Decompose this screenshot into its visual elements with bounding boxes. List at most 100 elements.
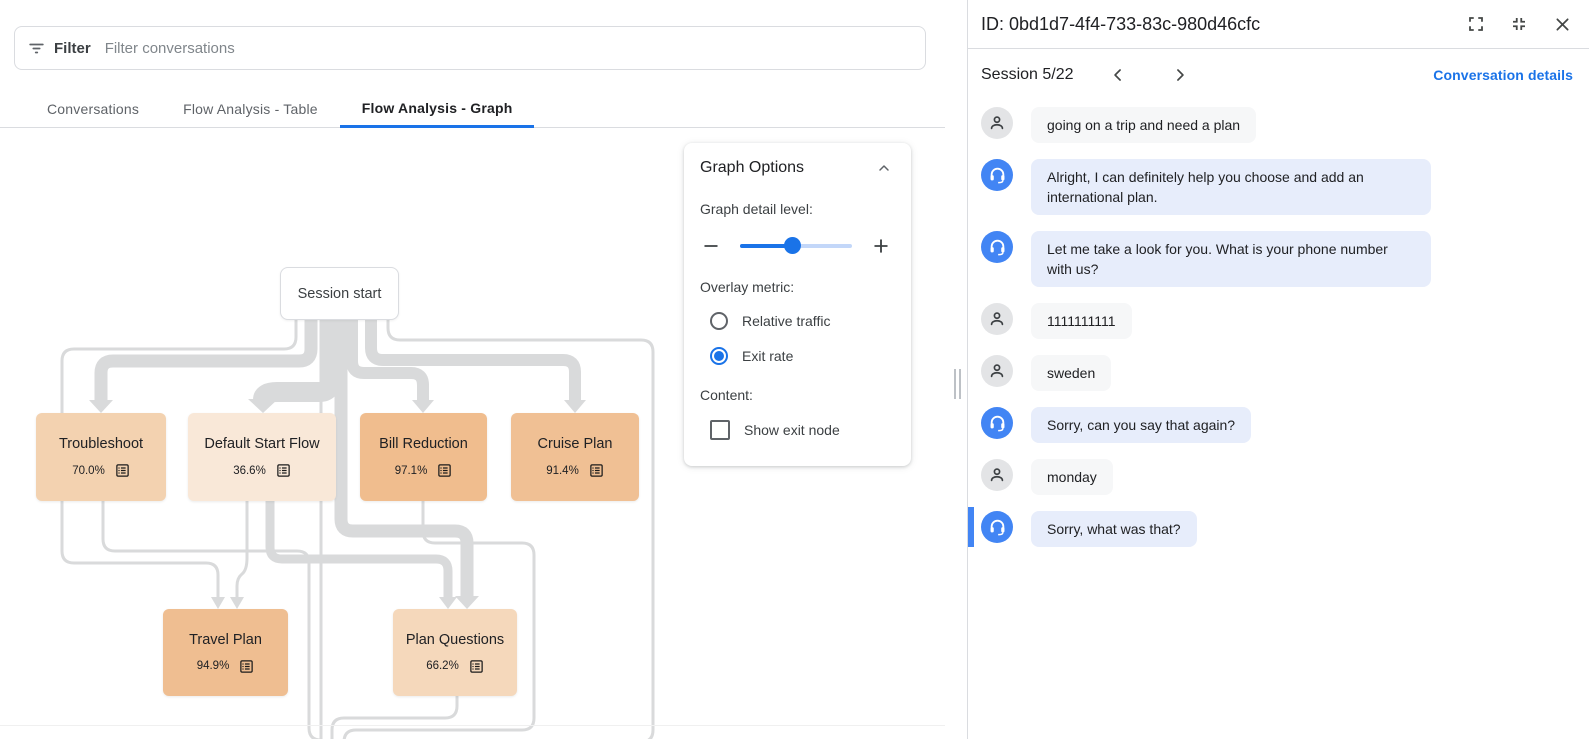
start-node-label: Session start xyxy=(297,285,382,302)
flow-node-session-start[interactable]: Session start xyxy=(280,267,399,320)
message-bubble: Let me take a look for you. What is your… xyxy=(1031,231,1431,287)
close-icon[interactable] xyxy=(1551,13,1573,35)
headset-icon xyxy=(988,518,1007,537)
node-label: Bill Reduction xyxy=(379,436,468,452)
panel-resize-handle[interactable] xyxy=(954,369,963,399)
node-exit-rate: 36.6% xyxy=(233,464,266,477)
person-icon xyxy=(987,465,1007,485)
filter-bar: Filter xyxy=(14,26,926,70)
flow-node-travel-plan[interactable]: Travel Plan 94.9% xyxy=(163,609,288,696)
headset-icon xyxy=(988,414,1007,433)
transcript-list-icon[interactable] xyxy=(115,463,130,478)
conversation-detail-panel: ID: 0bd1d7-4f4-733-83c-980d46cfc Session… xyxy=(967,0,1589,739)
node-label: Cruise Plan xyxy=(537,436,613,452)
graph-options-card: Graph Options Graph detail level: Overla xyxy=(684,143,911,466)
filter-menu-button[interactable]: Filter xyxy=(27,39,91,58)
transcript-list-icon[interactable] xyxy=(469,659,484,674)
flow-node-cruise-plan[interactable]: Cruise Plan 91.4% xyxy=(511,413,639,501)
agent-message[interactable]: Alright, I can definitely help you choos… xyxy=(981,159,1573,215)
person-icon xyxy=(987,309,1007,329)
overlay-metric-label: Overlay metric: xyxy=(700,279,795,295)
canvas-bottom-divider xyxy=(0,725,945,726)
message-bubble: Sorry, can you say that again? xyxy=(1031,407,1252,443)
user-avatar xyxy=(981,355,1013,387)
headset-icon xyxy=(988,238,1007,257)
user-avatar xyxy=(981,459,1013,491)
flow-node-bill-reduction[interactable]: Bill Reduction 97.1% xyxy=(360,413,487,501)
node-exit-rate: 66.2% xyxy=(426,660,459,672)
radio-selected-icon[interactable] xyxy=(710,347,728,365)
selected-message-marker xyxy=(968,507,974,547)
fullscreen-icon[interactable] xyxy=(1465,13,1487,35)
zoom-in-plus-icon[interactable] xyxy=(870,235,892,257)
conversation-id-title: ID: 0bd1d7-4f4-733-83c-980d46cfc xyxy=(981,13,1261,34)
slider-thumb[interactable] xyxy=(783,237,801,254)
agent-avatar xyxy=(981,231,1013,263)
flow-node-plan-questions[interactable]: Plan Questions 66.2% xyxy=(393,609,517,696)
overlay-option-label: Exit rate xyxy=(742,348,794,364)
tab-list: Conversations Flow Analysis - Table Flow A… xyxy=(25,90,535,128)
detail-level-slider-row xyxy=(700,235,895,257)
graph-options-title: Graph Options xyxy=(700,159,805,176)
agent-avatar xyxy=(981,407,1013,439)
user-message[interactable]: monday xyxy=(981,459,1573,495)
previous-session-button[interactable] xyxy=(1106,63,1130,87)
overlay-option-exit-rate[interactable]: Exit rate xyxy=(700,347,895,365)
user-avatar xyxy=(981,303,1013,335)
exit-fullscreen-icon[interactable] xyxy=(1508,13,1530,35)
person-icon xyxy=(987,361,1007,381)
node-label: Plan Questions xyxy=(405,631,505,648)
overlay-option-label: Relative traffic xyxy=(742,313,831,329)
user-message[interactable]: sweden xyxy=(981,355,1573,391)
session-nav-row: Session 5/22 Conversation details xyxy=(968,49,1589,101)
agent-avatar xyxy=(981,159,1013,191)
node-exit-rate: 97.1% xyxy=(394,464,428,477)
transcript-list-icon[interactable] xyxy=(437,463,452,478)
node-exit-rate: 94.9% xyxy=(196,660,230,672)
tab-flow-analysis-table[interactable]: Flow Analysis - Table xyxy=(183,101,318,117)
conversation-details-link[interactable]: Conversation details xyxy=(1433,67,1573,83)
next-session-button[interactable] xyxy=(1168,63,1192,87)
message-bubble: monday xyxy=(1031,459,1113,495)
detail-level-label: Graph detail level: xyxy=(700,201,813,217)
node-exit-rate: 70.0% xyxy=(72,464,105,477)
radio-unselected-icon[interactable] xyxy=(710,312,728,330)
person-icon xyxy=(987,113,1007,133)
filter-conversations-input[interactable] xyxy=(102,38,913,58)
message-bubble: sweden xyxy=(1031,355,1112,391)
user-message[interactable]: 1111111111 xyxy=(981,303,1573,339)
filter-icon xyxy=(27,39,46,58)
transcript-list-icon[interactable] xyxy=(589,463,604,478)
user-avatar xyxy=(981,107,1013,139)
tabs-row: Conversations Flow Analysis - Table Flow A… xyxy=(0,90,945,128)
message-bubble: 1111111111 xyxy=(1031,303,1132,339)
tab-flow-analysis-graph[interactable]: Flow Analysis - Graph xyxy=(339,90,535,128)
node-exit-rate: 91.4% xyxy=(546,464,579,477)
show-exit-node-checkbox[interactable] xyxy=(710,420,730,440)
transcript-list-icon[interactable] xyxy=(239,659,254,674)
agent-avatar xyxy=(981,511,1013,543)
agent-message[interactable]: Sorry, what was that? xyxy=(968,507,1573,547)
node-label: Travel Plan xyxy=(189,631,262,648)
agent-message[interactable]: Let me take a look for you. What is your… xyxy=(981,231,1573,287)
content-label: Content: xyxy=(700,387,753,403)
show-exit-node-option[interactable]: Show exit node xyxy=(700,420,895,440)
zoom-out-minus-icon[interactable] xyxy=(700,235,722,257)
analysis-pane: Filter Conversations Flow Analysis - Tabl… xyxy=(0,0,946,739)
tab-conversations[interactable]: Conversations xyxy=(47,101,140,117)
transcript-list-icon[interactable] xyxy=(276,463,291,478)
collapse-chevron-icon[interactable] xyxy=(873,157,895,179)
overlay-option-relative-traffic[interactable]: Relative traffic xyxy=(700,312,895,330)
detail-panel-header: ID: 0bd1d7-4f4-733-83c-980d46cfc xyxy=(968,0,1589,49)
message-bubble: Alright, I can definitely help you choos… xyxy=(1031,159,1431,215)
user-message[interactable]: going on a trip and need a plan xyxy=(981,107,1573,143)
headset-icon xyxy=(988,166,1007,185)
detail-level-slider[interactable] xyxy=(740,237,852,254)
panel-gutter xyxy=(945,0,967,739)
agent-message[interactable]: Sorry, can you say that again? xyxy=(981,407,1573,443)
